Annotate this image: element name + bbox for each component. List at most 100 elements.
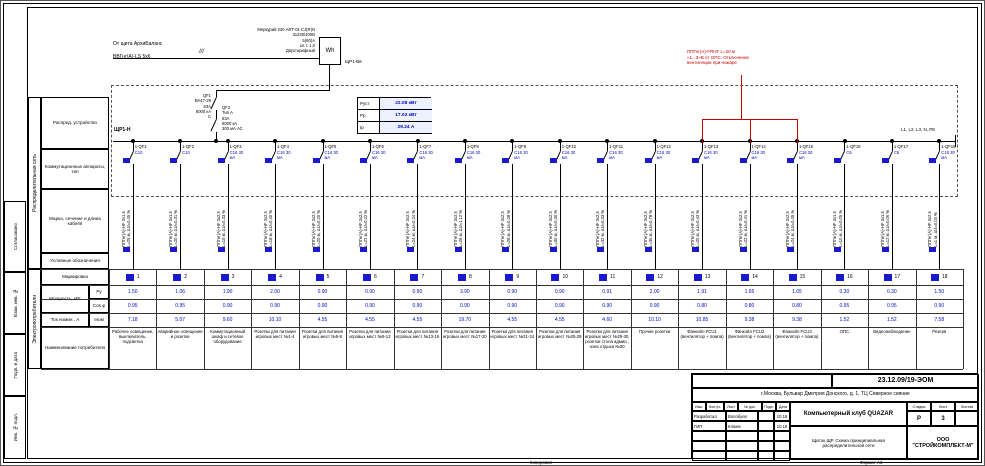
margin-stamp-label: Взам. инв. № <box>12 288 18 318</box>
consumer-name: Розетки для питания игровых мест №21-24 <box>490 329 535 340</box>
i-value: 5.07 <box>175 317 186 323</box>
breaker-rating: С16 30 мА <box>798 150 813 160</box>
p-value: 1.50 <box>934 289 945 295</box>
table-col-border <box>441 269 443 369</box>
cable-type-text: ППГнг(А)-HF 3х2,5 <box>927 211 933 247</box>
table-col-border <box>583 269 585 369</box>
bus-tap-dot <box>273 139 278 143</box>
sign-empty-cell <box>758 441 774 451</box>
marking-square <box>125 273 134 281</box>
cable-length-text: L=20 м, ΔU=0,43 % <box>695 209 701 247</box>
cable-mark <box>549 247 557 252</box>
rating-mark <box>217 158 225 163</box>
marking-number: 15 <box>799 274 806 280</box>
power-row-value: 22.08 кВт <box>380 98 432 110</box>
i-value: 10.10 <box>648 317 661 323</box>
p-value: 0.30 <box>839 289 850 295</box>
frame-inner <box>27 7 978 459</box>
breaker-label: 1-QF10 <box>561 144 576 149</box>
stage-value-cell <box>955 411 979 426</box>
breaker-label: 1-QF13 <box>704 144 719 149</box>
i-value: 4.55 <box>317 317 328 323</box>
cable-mark <box>644 247 652 252</box>
board-tag: ЩР1-Н <box>114 127 131 133</box>
sign-empty-cell <box>758 431 774 441</box>
branch-wire <box>275 164 277 269</box>
cable-mark <box>502 247 510 252</box>
i-value: 7.58 <box>934 317 945 323</box>
rating-mark <box>834 158 842 163</box>
stage-value-cell: Р <box>907 411 931 426</box>
project-address: г.Москва, Бульвар Дмитрия Донского, д. 1… <box>692 388 979 402</box>
cable-mark <box>929 247 937 252</box>
feeder-drop-line <box>329 65 331 91</box>
p-value: 0.90 <box>365 289 375 295</box>
marking-square <box>788 273 797 281</box>
marking-number: 2 <box>184 274 188 280</box>
i-value: 4.55 <box>412 317 423 323</box>
i-value: 4.55 <box>554 317 565 323</box>
breaker-rating: С16 30 мА <box>324 150 339 160</box>
marking-cell: 11 <box>583 270 630 284</box>
cable-mark <box>170 247 178 252</box>
marking-cell: 16 <box>821 270 868 284</box>
i-value: 7.18 <box>127 317 138 323</box>
bus-tap-dot <box>557 139 562 143</box>
p-value: 0.30 <box>886 289 897 295</box>
sign-date: 10.19 <box>774 411 790 421</box>
sign-role: Разработал <box>692 411 726 421</box>
cos-value: 0.90 <box>934 303 945 309</box>
branch-wire <box>749 142 751 151</box>
marking-square <box>883 273 892 281</box>
busbar-end-tick <box>955 135 957 147</box>
bus-tap-dot <box>368 139 373 143</box>
marking-cell: 6 <box>346 270 393 284</box>
consumer-name: Коммутационный шкаф и сетевое оборудован… <box>210 329 245 345</box>
panel-boundary <box>111 85 958 197</box>
marking-cell: 10 <box>536 270 583 284</box>
rating-mark <box>454 158 462 163</box>
cable-type-text: ППГнг(А)-HF 3х1,5 <box>832 211 838 247</box>
p-value: 1.65 <box>792 289 802 295</box>
cos-value: 0.90 <box>554 303 565 309</box>
side-caption-cable: Марка, сечение и длина кабеля <box>41 189 109 253</box>
marking-number: 11 <box>610 274 616 280</box>
i-value: 9.38 <box>744 317 755 323</box>
marking-square <box>646 273 655 281</box>
cos-value: 0.95 <box>886 303 897 309</box>
marking-cell: 14 <box>726 270 773 284</box>
title-block: 23.12.09/19-ЭОМ г.Москва, Бульвар Дмитри… <box>691 373 979 461</box>
branch-wire <box>132 142 134 151</box>
branch-wire <box>559 164 561 269</box>
breaker-label: 1-QF15 <box>798 144 814 149</box>
busbar-phases-tag: L1, L2, L3, N, PE <box>901 127 936 132</box>
sign-empty-cell <box>774 441 790 451</box>
fire-note: ППГнг(А)-FRHF L=20 м «1...3»В от ОПС. От… <box>687 49 750 66</box>
stage-header-cell: Лист <box>931 402 955 411</box>
marking-square <box>315 273 324 281</box>
marking-square <box>505 273 514 281</box>
marking-square <box>457 273 466 281</box>
branch-wire <box>796 142 798 151</box>
marking-square <box>220 273 229 281</box>
branch-wire <box>607 142 609 151</box>
table-col-border <box>678 269 680 369</box>
table-col-border <box>915 269 917 369</box>
cable-mark <box>834 247 842 252</box>
marking-square <box>551 273 560 281</box>
p-value: 2.00 <box>270 289 280 295</box>
company-name: ООО "СТРОЙКОМПЛЕКТ-М" <box>907 426 979 460</box>
bus-tap-dot <box>605 139 610 143</box>
margin-stamp-label: Подп. и дата <box>12 351 18 379</box>
table-col-border <box>630 269 632 369</box>
sign-signature <box>758 421 774 431</box>
p-value: 0.90 <box>554 289 565 295</box>
branch-wire <box>512 164 514 269</box>
incoming-source-label: От щита АрхиБаланс ВВГнг(А)-LS 5х6 <box>113 35 162 60</box>
rating-mark <box>881 158 889 163</box>
power-row-label: Руст <box>358 98 380 110</box>
consumer-name: Розетки для питания игровых мест №9-12 <box>349 329 391 340</box>
